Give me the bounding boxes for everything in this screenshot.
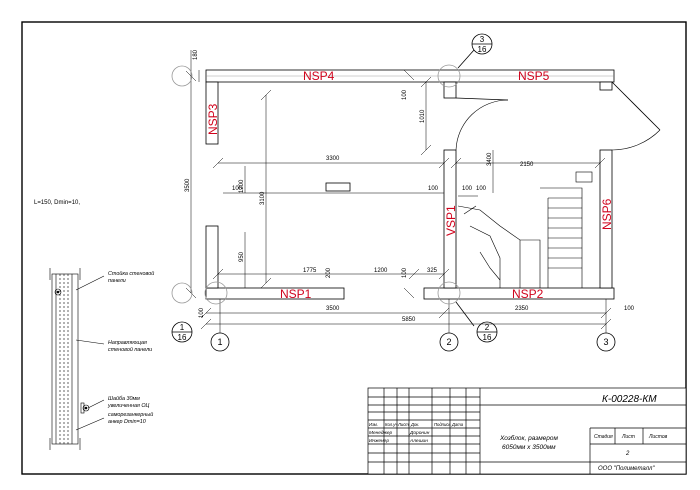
svg-text:2150: 2150: [520, 162, 534, 168]
svg-text:100: 100: [462, 186, 473, 192]
svg-text:5850: 5850: [402, 317, 416, 323]
svg-text:Стадия: Стадия: [594, 434, 613, 440]
window-mark: [325, 182, 351, 192]
svg-text:Шайба 30мм: Шайба 30мм: [108, 395, 140, 402]
svg-text:Изм.: Изм.: [369, 422, 378, 427]
svg-text:100: 100: [199, 307, 205, 318]
door-swing-1: [455, 99, 509, 151]
svg-text:Алешин: Алешин: [409, 438, 428, 444]
svg-text:1010: 1010: [420, 109, 426, 123]
svg-text:200: 200: [326, 267, 332, 278]
label-nsp2: NSP2: [512, 287, 544, 301]
svg-text:3: 3: [480, 35, 485, 44]
svg-text:Инженер: Инженер: [369, 438, 389, 444]
axis-label-1: 1: [217, 337, 222, 347]
axis-labels: 1 2 3 3 16 1 16 2 16: [178, 35, 609, 347]
panel-labels: NSP4 NSP5 NSP3 NSP1 NSP2 NSP6 VSP1: [206, 69, 614, 301]
svg-text:1200: 1200: [374, 268, 388, 274]
svg-text:100: 100: [232, 186, 243, 192]
svg-text:325: 325: [427, 268, 438, 274]
title-block: [367, 387, 687, 475]
svg-text:2: 2: [485, 323, 490, 332]
junction-ring-1: [204, 281, 228, 305]
detail-section: [49, 268, 105, 450]
axis-circle-2: [439, 332, 459, 352]
svg-text:16: 16: [178, 333, 187, 342]
svg-text:Листов: Листов: [648, 434, 668, 440]
svg-text:100: 100: [428, 186, 439, 192]
svg-text:100: 100: [476, 186, 487, 192]
svg-text:3300: 3300: [326, 156, 340, 162]
door-leaf-1: [455, 97, 509, 101]
svg-text:Док.: Док.: [410, 422, 419, 427]
stair-steps: [457, 171, 593, 288]
svg-text:Кол.уч: Кол.уч: [385, 422, 398, 427]
drawing-code: К-00228-КМ: [602, 394, 657, 405]
svg-text:стеновой панели: стеновой панели: [108, 346, 152, 353]
junction-ring-3: [437, 281, 461, 305]
svg-text:саморезанкерный: саморезанкерный: [108, 411, 153, 418]
svg-text:180: 180: [193, 49, 199, 60]
wall-nsp3: [205, 81, 219, 145]
label-vsp1: VSP1: [444, 205, 458, 236]
axis-marker-left-bottom: [171, 282, 193, 304]
svg-text:3400: 3400: [487, 152, 493, 166]
drawing-title-line2: 6050мм х 3500мм: [502, 444, 556, 451]
svg-text:Стойка стеновой: Стойка стеновой: [108, 270, 154, 277]
svg-text:Доронин: Доронин: [409, 430, 430, 436]
svg-text:Подпись: Подпись: [434, 422, 451, 427]
svg-text:Менеджер: Менеджер: [369, 430, 393, 436]
axis-circle-3: [596, 332, 616, 352]
svg-text:16: 16: [483, 333, 492, 342]
label-nsp3: NSP3: [206, 103, 220, 135]
svg-text:панели: панели: [108, 278, 126, 284]
svg-text:Лист: Лист: [621, 434, 635, 440]
svg-text:анкер Dmin=10: анкер Dmin=10: [108, 419, 146, 425]
label-nsp4: NSP4: [303, 69, 335, 83]
axis-marker-left-top: [171, 65, 193, 87]
company-name: ООО "Полиметалл": [598, 466, 655, 472]
svg-text:16: 16: [478, 45, 487, 54]
label-nsp1: NSP1: [280, 287, 312, 301]
svg-text:Лист: Лист: [397, 422, 409, 427]
door-swing-2: [611, 129, 661, 151]
wall-vsp1-stub: [443, 81, 457, 99]
label-nsp5: NSP5: [518, 69, 550, 83]
svg-text:100: 100: [624, 306, 635, 312]
wall-right-upper: [599, 81, 613, 91]
svg-text:3100: 3100: [260, 191, 266, 205]
svg-text:1: 1: [180, 323, 185, 332]
svg-text:увеличенная ОЦ: увеличенная ОЦ: [107, 403, 150, 409]
wall-nsp1: [205, 287, 345, 300]
axis-circle-1: [210, 332, 230, 352]
svg-text:100: 100: [402, 267, 408, 278]
svg-text:1775: 1775: [303, 268, 317, 274]
svg-text:950: 950: [239, 251, 245, 262]
svg-text:Дата: Дата: [451, 422, 464, 427]
anchor-note: L=150, Dmin=10,: [34, 200, 80, 206]
axis-label-2: 2: [446, 337, 451, 347]
door-leaf-2: [611, 81, 661, 131]
wall-vsp1: [443, 149, 457, 289]
axis-label-3: 3: [603, 337, 608, 347]
junction-ring-2: [437, 64, 461, 88]
floor-plan: [171, 33, 661, 352]
wall-nsp2: [423, 287, 615, 300]
drawing-title-line1: Хозблок, размером: [499, 434, 558, 442]
label-nsp6: NSP6: [600, 198, 614, 230]
svg-text:2350: 2350: [515, 306, 529, 312]
dimension-texts: 180 3300 3100 3500 1200 100 100 1010 100…: [185, 49, 635, 323]
title-block-text: К-00228-КМ Изм. Кол.уч Лист Док. Подпись…: [369, 394, 668, 472]
svg-text:3500: 3500: [326, 306, 340, 312]
svg-text:1200: 1200: [239, 179, 245, 193]
sheet-number: 2: [625, 451, 630, 457]
wall-nsp6: [599, 149, 613, 289]
sheet-frame: [21, 21, 687, 475]
svg-text:3500: 3500: [185, 178, 191, 192]
svg-text:Направляющая: Направляющая: [108, 340, 147, 346]
svg-text:100: 100: [402, 89, 408, 100]
detail-labels: Стойка стеновой панели Направляющая стен…: [107, 270, 154, 425]
wall-left-lower: [205, 225, 219, 289]
